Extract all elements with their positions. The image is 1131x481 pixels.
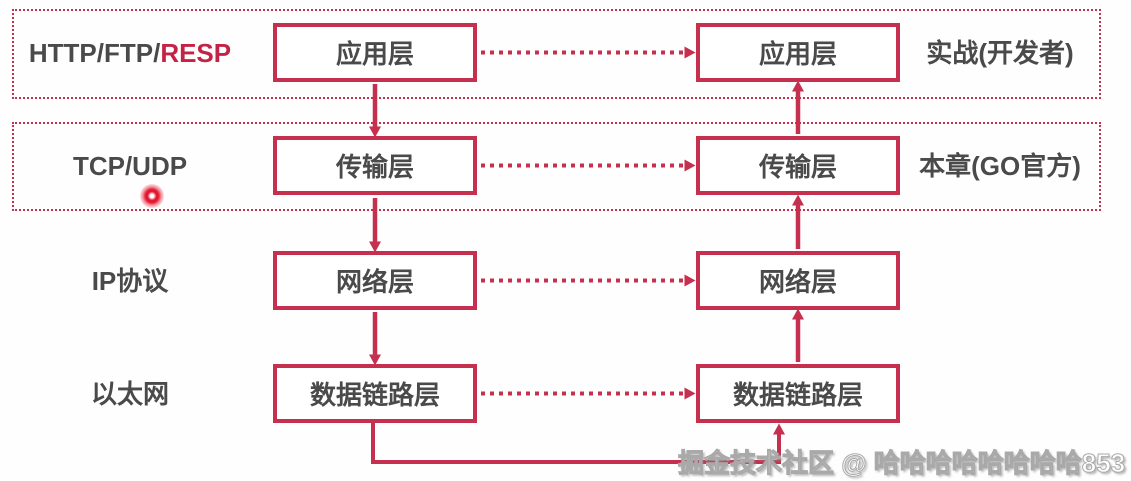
laser-pointer-dot	[140, 184, 164, 208]
box-right-application-layer: 应用层	[696, 23, 900, 82]
dashed-zone-transport-row	[12, 122, 1101, 211]
stack-label-practice-developer: 实战(开发者)	[926, 38, 1074, 68]
box-left-network-layer: 网络层	[273, 251, 477, 310]
box-right-network-layer: 网络层	[696, 251, 900, 310]
watermark: 掘金技术社区 @ 哈哈哈哈哈哈哈哈853	[677, 448, 1126, 479]
box-left-datalink-layer: 数据链路层	[273, 364, 477, 423]
protocol-label-http-ftp: HTTP/FTP/	[28, 38, 161, 68]
protocol-label-resp-highlight: RESP	[160, 38, 232, 68]
protocol-label-http-ftp-resp: HTTP/FTP/RESP	[15, 40, 245, 66]
dashed-zone-application-row	[12, 9, 1101, 99]
box-left-transport-layer: 传输层	[273, 136, 477, 195]
protocol-label-tcp-udp: TCP/UDP	[72, 151, 188, 181]
protocol-label-ip: IP协议	[91, 266, 169, 296]
box-right-datalink-layer: 数据链路层	[696, 364, 900, 423]
box-left-application-layer: 应用层	[273, 23, 477, 82]
protocol-label-ethernet: 以太网	[90, 379, 169, 409]
stack-label-chapter-go-official: 本章(GO官方)	[919, 151, 1081, 181]
box-right-transport-layer: 传输层	[696, 136, 900, 195]
